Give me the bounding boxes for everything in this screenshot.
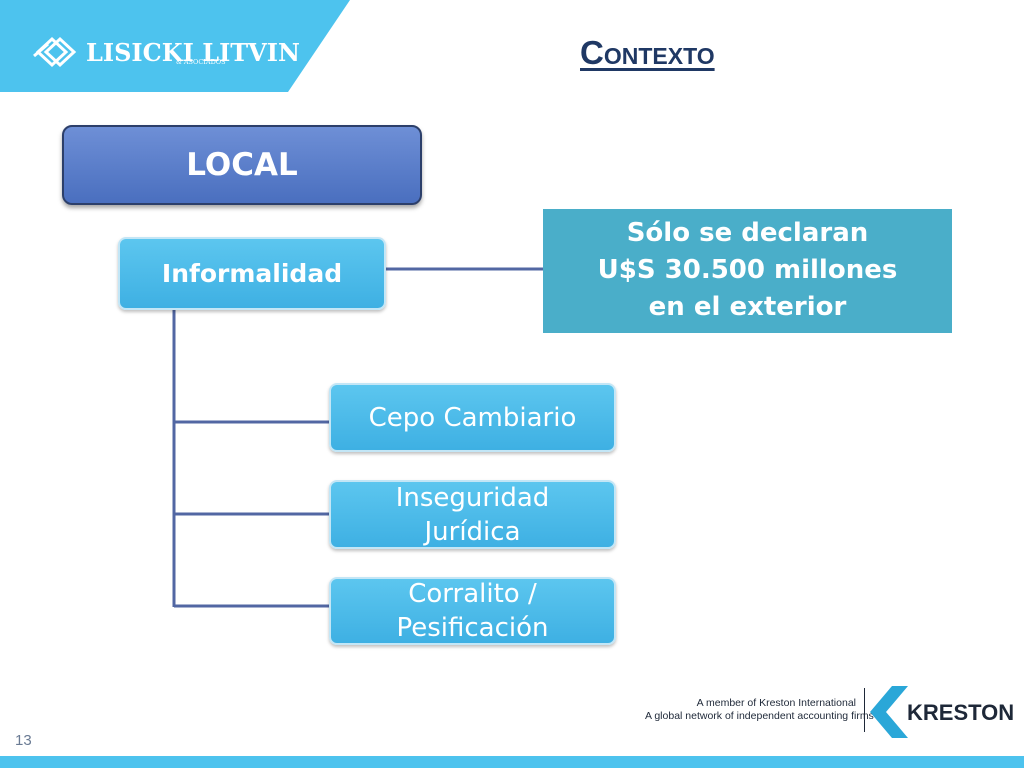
kreston-divider — [864, 688, 865, 732]
item-box-cepo-cambiario: Cepo Cambiario — [329, 383, 616, 452]
item-label: Corralito / — [408, 579, 537, 609]
footer-bar — [0, 756, 1024, 768]
kreston-logo-icon — [870, 686, 908, 738]
local-box: LOCAL — [62, 125, 422, 205]
slide-title: Contexto — [580, 34, 715, 71]
item-label: Cepo Cambiario — [368, 402, 577, 433]
lisicki-litvin-logo-icon — [33, 36, 77, 68]
item-label: Jurídica — [424, 516, 521, 547]
informalidad-box: Informalidad — [118, 237, 386, 310]
page-number: 13 — [15, 732, 32, 749]
kreston-tagline-line: A member of Kreston International — [696, 697, 856, 709]
kreston-tagline: A member of Kreston International A glob… — [645, 697, 874, 723]
item-box-inseguridad-juridica: Inseguridad Jurídica — [329, 480, 616, 549]
note-line: U$S 30.500 millones — [597, 255, 898, 285]
logo-subtext: & ASOCIADOS — [176, 58, 226, 66]
declared-amount-note: Sólo se declaran U$S 30.500 millones en … — [543, 209, 952, 333]
item-label: Pesificación — [396, 613, 549, 643]
item-box-corralito-pesificacion: Corralito / Pesificación — [329, 577, 616, 645]
logo-text: LISICKI LITVIN — [86, 38, 300, 67]
kreston-tagline-line: A global network of independent accounti… — [645, 710, 874, 722]
item-label: Inseguridad — [395, 482, 550, 513]
note-line: en el exterior — [648, 292, 847, 322]
header-band — [0, 0, 350, 92]
kreston-wordmark: KRESTON — [907, 700, 1015, 725]
note-line: Sólo se declaran — [626, 218, 869, 248]
